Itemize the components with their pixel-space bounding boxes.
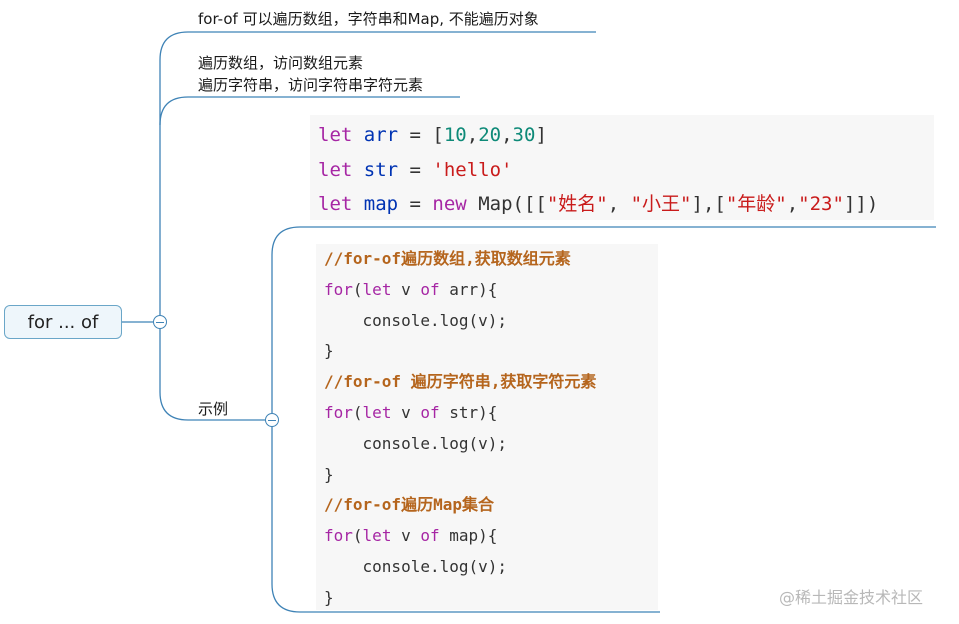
code-line: //for-of遍历Map集合 — [324, 490, 650, 521]
code-token: let — [362, 526, 402, 546]
code-line: //for-of遍历数组,获取数组元素 — [324, 244, 650, 275]
code-token: ],[ — [691, 193, 726, 215]
branch-line: 遍历字符串，访问字符串字符元素 — [198, 76, 424, 94]
code-token: str){ — [449, 402, 498, 422]
code-token: console.log(v); — [324, 556, 508, 576]
code-token: ]]) — [843, 193, 879, 215]
code-token: for — [324, 402, 353, 422]
code-token: new — [432, 193, 479, 215]
code-token: "姓名" — [546, 193, 608, 215]
code-token: 30 — [512, 124, 536, 146]
code-token: map){ — [449, 526, 498, 546]
code-token: ( — [352, 279, 363, 299]
code-token: Map([[ — [478, 193, 547, 215]
code-token: v — [401, 279, 421, 299]
declarations-code-image: let arr = [10,20,30]let str = 'hello'let… — [310, 115, 934, 220]
code-token: ] — [535, 124, 547, 146]
code-token: , — [501, 124, 513, 146]
code-line: //for-of 遍历字符串,获取字符元素 — [324, 367, 650, 398]
code-token: let — [318, 193, 364, 215]
code-line: let map = new Map([["姓名", "小王"],["年龄","2… — [318, 187, 926, 222]
branch-label: for-of 可以遍历数组，字符串和Map, 不能遍历对象 — [198, 10, 539, 28]
code-token: of — [420, 526, 450, 546]
code-token: arr){ — [449, 279, 498, 299]
branch-traversal-notes[interactable]: 遍历数组，访问数组元素 遍历字符串，访问字符串字符元素 — [198, 52, 423, 96]
code-line: for(let v of map){ — [324, 521, 650, 552]
code-line: console.log(v); — [324, 552, 650, 583]
code-token: 10 — [443, 124, 467, 146]
code-token: let — [362, 279, 402, 299]
code-line: } — [324, 583, 650, 614]
code-token: = [ — [398, 124, 444, 146]
code-token: //for-of遍历Map集合 — [324, 495, 494, 515]
root-collapse-icon[interactable] — [153, 315, 167, 329]
code-line: let str = 'hello' — [318, 153, 926, 188]
code-line: for(let v of arr){ — [324, 275, 650, 306]
branch-forof-capability[interactable]: for-of 可以遍历数组，字符串和Map, 不能遍历对象 — [198, 8, 539, 30]
code-token: , — [786, 193, 799, 215]
root-topic[interactable]: for ... of — [4, 305, 122, 339]
code-line: console.log(v); — [324, 429, 650, 460]
code-token: } — [324, 587, 334, 607]
code-token: let — [318, 124, 364, 146]
code-token: ( — [352, 526, 363, 546]
branch-label: 示例 — [198, 400, 229, 418]
code-token: //for-of 遍历字符串,获取字符元素 — [324, 372, 597, 392]
code-token: "年龄" — [725, 193, 787, 215]
code-token: let — [362, 402, 402, 422]
code-token: of — [420, 279, 450, 299]
branch-example[interactable]: 示例 — [198, 398, 228, 420]
code-line: let arr = [10,20,30] — [318, 118, 926, 153]
code-token: ( — [352, 402, 363, 422]
branch-line: 遍历数组，访问数组元素 — [198, 54, 364, 72]
code-line: } — [324, 336, 650, 367]
code-line: } — [324, 460, 650, 491]
code-token: = — [398, 158, 433, 181]
code-token: 20 — [478, 124, 502, 146]
code-token: = — [398, 193, 433, 215]
code-line: for(let v of str){ — [324, 398, 650, 429]
code-token: for — [324, 526, 353, 546]
code-token: v — [401, 526, 421, 546]
code-token: 'hello' — [432, 158, 513, 181]
code-token: for — [324, 279, 353, 299]
code-token: , — [466, 124, 479, 146]
code-token: //for-of遍历数组,获取数组元素 — [324, 249, 571, 268]
code-token: v — [401, 402, 421, 422]
code-token: } — [324, 464, 334, 484]
code-token: "小王" — [630, 193, 692, 215]
code-token: let — [318, 158, 364, 181]
code-token: } — [324, 341, 334, 361]
code-token: map — [363, 193, 399, 215]
code-token: arr — [363, 124, 399, 146]
code-line: console.log(v); — [324, 306, 650, 337]
code-token: , — [607, 193, 631, 215]
root-topic-label: for ... of — [27, 311, 99, 333]
code-token: "23" — [798, 193, 844, 215]
code-token: str — [363, 158, 399, 181]
example-collapse-icon[interactable] — [265, 413, 279, 427]
watermark: @稀土掘金技术社区 — [779, 588, 924, 607]
code-token: console.log(v); — [324, 433, 508, 453]
code-token: console.log(v); — [324, 310, 508, 330]
code-token: of — [420, 402, 450, 422]
